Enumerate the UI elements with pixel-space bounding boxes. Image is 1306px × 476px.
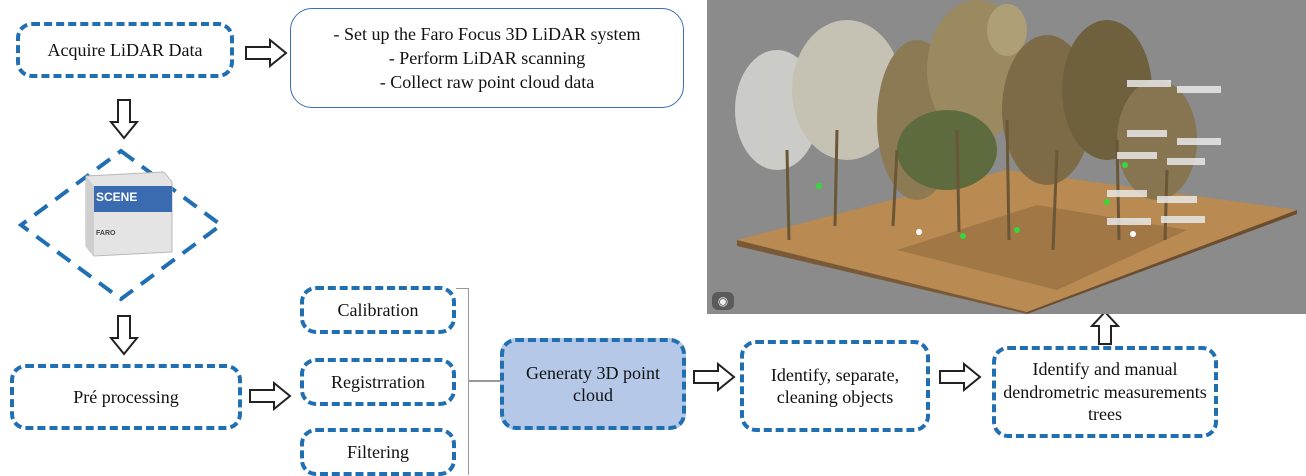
scene-software-box-icon [85,171,173,257]
arrow-acquire-to-setup [245,38,288,68]
generate-point-cloud-box: Generaty 3D point cloud [500,338,686,430]
setup-step-3: - Collect raw point cloud data [379,72,595,93]
setup-steps-box: - Set up the Faro Focus 3D LiDAR system … [290,8,684,108]
scene-label: SCENE [96,190,138,204]
calibration-box: Calibration [300,286,456,334]
scene-diamond [18,148,224,302]
arrow-preprocessing-to-steps [249,381,292,411]
arrow-measure-up [1090,310,1120,345]
point-cloud-render [707,0,1306,314]
acquire-lidar-label: Acquire LiDAR Data [47,39,203,60]
setup-step-2: - Perform LiDAR scanning [388,47,586,68]
eye-icon[interactable]: ◉ [712,292,734,310]
setup-step-1: - Set up the Faro Focus 3D LiDAR system [333,23,641,44]
preprocessing-label: Pré processing [73,386,179,407]
bracket-connector [468,380,500,382]
identify-separate-label: Identify, separate, cleaning objects [770,364,900,408]
registration-label: Registrration [331,371,425,392]
acquire-lidar-box: Acquire LiDAR Data [16,22,234,78]
point-cloud-forest-image [707,0,1306,314]
steps-bracket [456,288,469,475]
arrow-identify-to-measure [939,362,982,392]
identify-separate-box: Identify, separate, cleaning objects [740,340,930,432]
generate-point-cloud-label: Generaty 3D point cloud [526,362,660,406]
preprocessing-box: Pré processing [10,364,242,430]
arrow-generate-to-identify [693,362,736,392]
filtering-label: Filtering [347,441,409,462]
arrow-scene-down [109,315,139,356]
filtering-box: Filtering [300,428,456,476]
calibration-label: Calibration [337,299,419,320]
identify-measure-label: Identify and manual dendrometric measure… [1003,359,1207,425]
identify-measure-box: Identify and manual dendrometric measure… [992,346,1218,438]
registration-box: Registrration [300,358,456,406]
arrow-acquire-down [109,99,139,140]
faro-brand-label: FARO [96,230,116,237]
